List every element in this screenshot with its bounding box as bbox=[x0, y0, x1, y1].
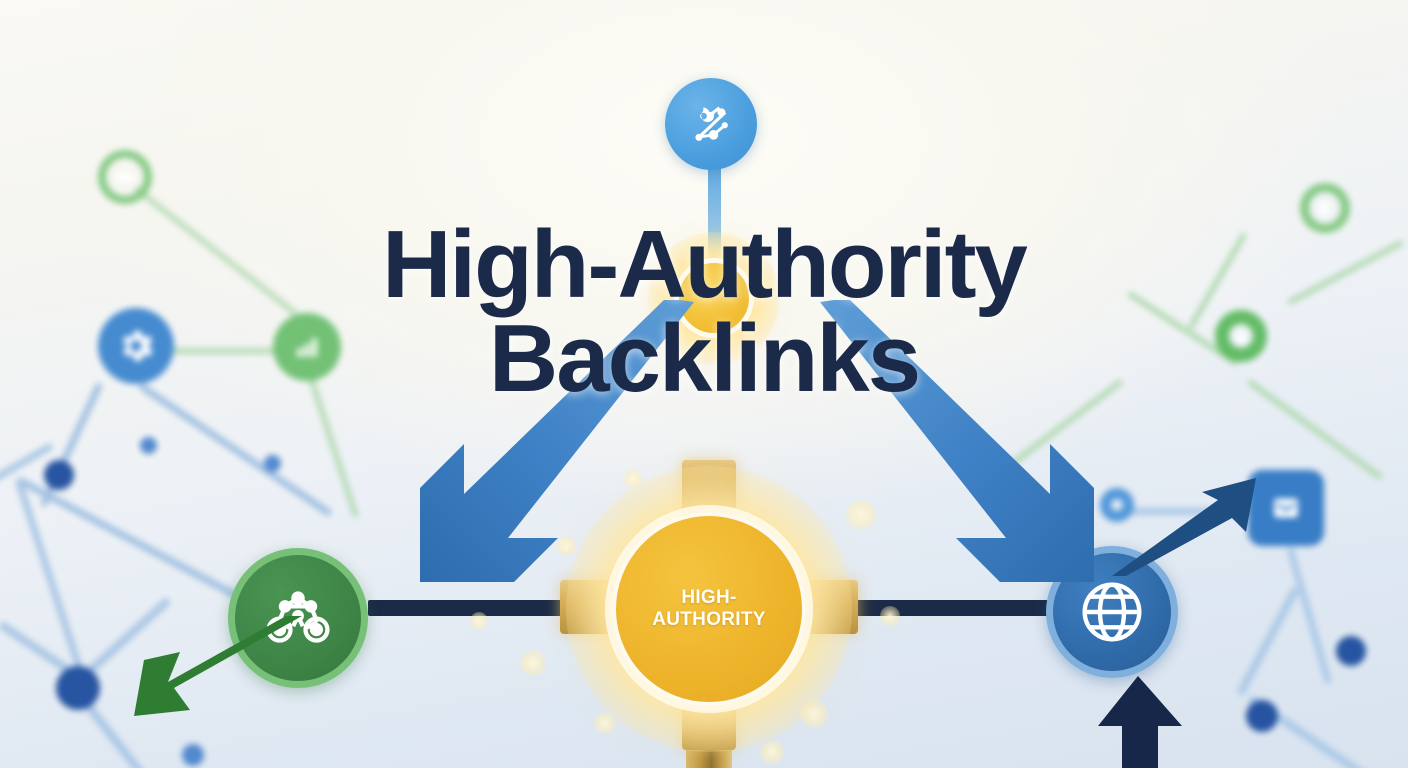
bg-gear-node bbox=[98, 308, 174, 384]
bg-edge bbox=[170, 348, 318, 354]
gear-icon bbox=[122, 330, 153, 362]
bokeh-particle bbox=[470, 612, 488, 630]
bokeh-particle bbox=[556, 536, 576, 556]
bokeh-particle bbox=[800, 700, 828, 728]
hub-label: HIGH- AUTHORITY bbox=[652, 587, 766, 631]
bg-edge bbox=[1286, 547, 1332, 685]
bokeh-particle bbox=[880, 606, 900, 626]
bokeh-particle bbox=[846, 500, 876, 530]
hub-label-line2: AUTHORITY bbox=[652, 609, 766, 630]
bg-node-dot bbox=[44, 460, 74, 490]
page-title-line1: High-Authority bbox=[382, 211, 1028, 318]
bg-node-dot bbox=[264, 455, 281, 472]
arrow-outbound-left bbox=[126, 616, 306, 726]
bokeh-particle bbox=[760, 740, 784, 764]
building-icon bbox=[1319, 201, 1329, 216]
bg-edge bbox=[1236, 586, 1300, 696]
bg-node-ring bbox=[1300, 183, 1350, 233]
node-right[interactable] bbox=[1046, 546, 1178, 678]
central-hub-node[interactable]: HIGH- AUTHORITY bbox=[612, 512, 806, 706]
node-top[interactable] bbox=[665, 78, 757, 170]
bokeh-particle bbox=[594, 712, 616, 734]
bg-node-ring bbox=[1100, 488, 1134, 522]
gear-network-icon bbox=[695, 106, 728, 141]
globe-icon bbox=[1082, 582, 1142, 642]
arrow-down-right bbox=[810, 300, 1110, 590]
bokeh-particle bbox=[624, 470, 642, 488]
bg-node-dot bbox=[1336, 636, 1366, 666]
arrow-bg-right bbox=[1106, 472, 1266, 582]
lock-icon bbox=[1236, 329, 1246, 343]
mail-chart-icon bbox=[1274, 498, 1298, 518]
bar-chart-icon bbox=[297, 338, 317, 357]
bokeh-particle bbox=[520, 650, 546, 676]
arrow-inbound-right bbox=[1082, 676, 1212, 768]
bg-node-dot bbox=[1246, 700, 1278, 732]
bg-mail-chart-node bbox=[1248, 470, 1324, 546]
bg-node-dot bbox=[56, 666, 100, 710]
bg-node-dot bbox=[182, 744, 204, 766]
bg-green-hub-node bbox=[1215, 310, 1267, 362]
page-title: High-Authority Backlinks bbox=[0, 217, 1408, 413]
page-title-line2: Backlinks bbox=[488, 305, 921, 413]
accent-node bbox=[674, 258, 754, 338]
arrow-down-left bbox=[404, 300, 704, 590]
bg-edge bbox=[1118, 508, 1258, 515]
bg-node-dot bbox=[140, 437, 157, 454]
hub-label-line1: HIGH- bbox=[681, 586, 737, 608]
bg-chart-node bbox=[273, 313, 341, 381]
bg-node-ring bbox=[98, 150, 152, 204]
